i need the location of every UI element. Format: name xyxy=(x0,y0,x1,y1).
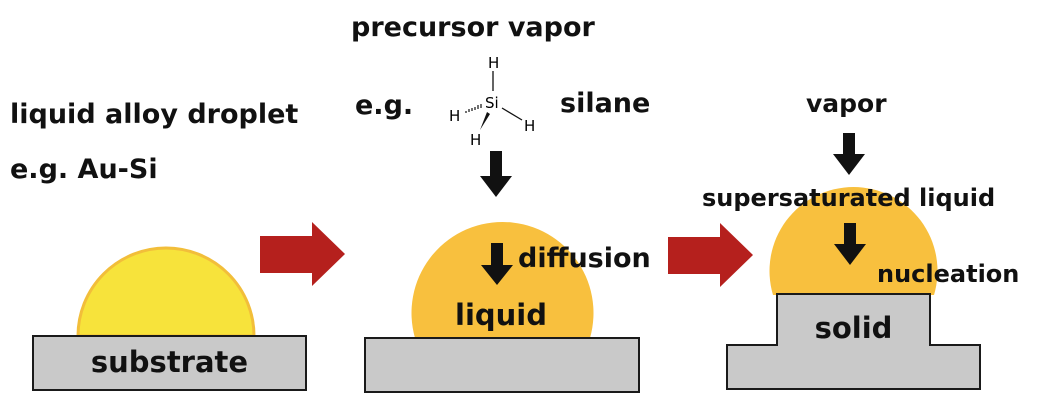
molecule-atom-h-bottom: H xyxy=(470,131,481,149)
molecule-atom-h-left: H xyxy=(449,107,460,125)
substrate-block-1 xyxy=(32,335,307,391)
precursor-example-name: silane xyxy=(560,88,651,119)
diffusion-arrow xyxy=(481,243,513,285)
nucleation-arrow xyxy=(834,223,866,265)
molecule-atom-si: Si xyxy=(485,94,499,112)
diffusion-label: diffusion xyxy=(518,243,651,274)
solid-on-substrate xyxy=(726,293,981,390)
droplet-liquid xyxy=(411,222,594,338)
precursor-arrow xyxy=(480,151,512,197)
vapor-arrow xyxy=(833,133,865,175)
nucleation-label: nucleation xyxy=(877,260,1020,288)
substrate-label: substrate xyxy=(90,345,249,379)
molecule-atom-h-top: H xyxy=(488,54,499,72)
precursor-example-prefix: e.g. xyxy=(355,90,414,121)
droplet-initial xyxy=(76,246,256,338)
droplet-example: e.g. Au-Si xyxy=(10,154,158,185)
molecule-atom-h-right: H xyxy=(524,117,535,135)
solid-label: solid xyxy=(814,311,893,345)
silane-molecule: Si H H H H xyxy=(449,54,535,149)
transition-arrow-2 xyxy=(668,223,753,287)
liquid-label: liquid xyxy=(455,298,547,332)
precursor-heading: precursor vapor xyxy=(351,12,595,43)
supersaturated-liquid-label: supersaturated liquid xyxy=(702,184,996,212)
vapor-label: vapor xyxy=(806,89,887,118)
substrate-block-2 xyxy=(364,337,640,393)
droplet-heading: liquid alloy droplet xyxy=(10,99,299,130)
transition-arrow-1 xyxy=(260,222,345,286)
